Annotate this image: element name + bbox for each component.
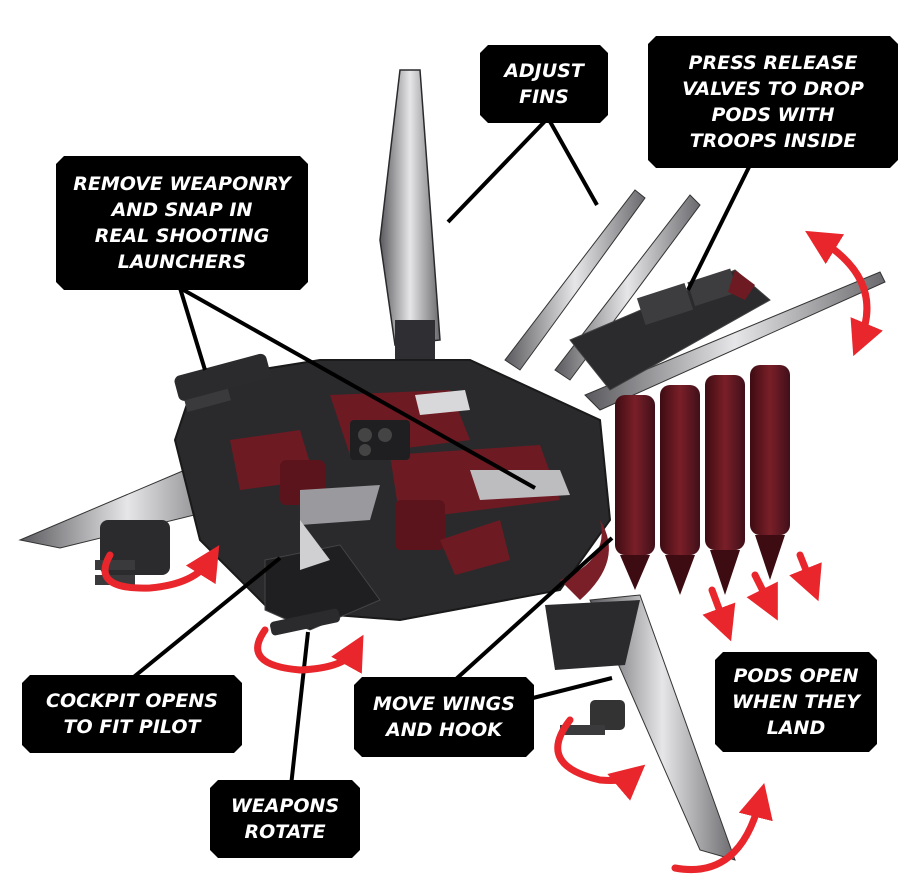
top-left-launcher — [174, 353, 271, 401]
leader-line — [453, 536, 614, 682]
rotate-arrow — [671, 783, 773, 873]
leader-line — [288, 631, 310, 796]
callout-move-wings: MOVE WINGS AND HOOK — [354, 677, 534, 757]
leader-line — [128, 556, 282, 682]
right-wing-blade — [589, 594, 736, 861]
leader-line — [179, 286, 536, 490]
fin-1 — [504, 189, 646, 371]
leader-line — [446, 116, 550, 224]
callout-text: PRESS RELEASE VALVES TO DROP PODS WITH T… — [682, 52, 864, 152]
red-armor-plate — [395, 500, 445, 550]
leader-line — [546, 117, 599, 206]
leader-line — [686, 164, 752, 291]
central-turret — [350, 420, 410, 460]
callout-release-valves: PRESS RELEASE VALVES TO DROP PODS WITH T… — [648, 36, 898, 168]
top-fin — [379, 69, 441, 346]
callout-text: REMOVE WEAPONRY AND SNAP IN REAL SHOOTIN… — [73, 173, 291, 273]
callout-text: MOVE WINGS AND HOOK — [373, 693, 515, 741]
rotate-arrow — [805, 230, 883, 357]
callout-text: PODS OPEN WHEN THEY LAND — [732, 665, 860, 739]
mech-ship-model — [18, 69, 886, 861]
leader-line — [524, 676, 613, 702]
red-claw — [560, 520, 609, 600]
callout-pods-open: PODS OPEN WHEN THEY LAND — [715, 652, 877, 752]
leader-line — [178, 287, 207, 371]
drop-pods — [615, 365, 790, 595]
rotate-arrow — [554, 716, 646, 801]
rotate-arrow — [101, 545, 220, 592]
callout-text: WEAPONS ROTATE — [230, 795, 340, 843]
cockpit — [264, 544, 381, 631]
drop-arrow — [746, 571, 778, 621]
callout-text: COCKPIT OPENS TO FIT PILOT — [46, 690, 218, 738]
callout-weapons-rotate: WEAPONS ROTATE — [210, 780, 360, 858]
callout-adjust-fins: ADJUST FINS — [480, 45, 608, 123]
drop-arrow — [702, 586, 736, 642]
callout-cockpit: COCKPIT OPENS TO FIT PILOT — [22, 675, 242, 753]
drop-arrow — [789, 551, 822, 602]
leader-lines — [128, 116, 752, 796]
callout-weaponry: REMOVE WEAPONRY AND SNAP IN REAL SHOOTIN… — [56, 156, 308, 290]
motion-arrows — [101, 230, 883, 873]
callout-text: ADJUST FINS — [504, 60, 584, 108]
front-weapons — [270, 608, 340, 636]
rotate-arrow — [254, 626, 364, 674]
